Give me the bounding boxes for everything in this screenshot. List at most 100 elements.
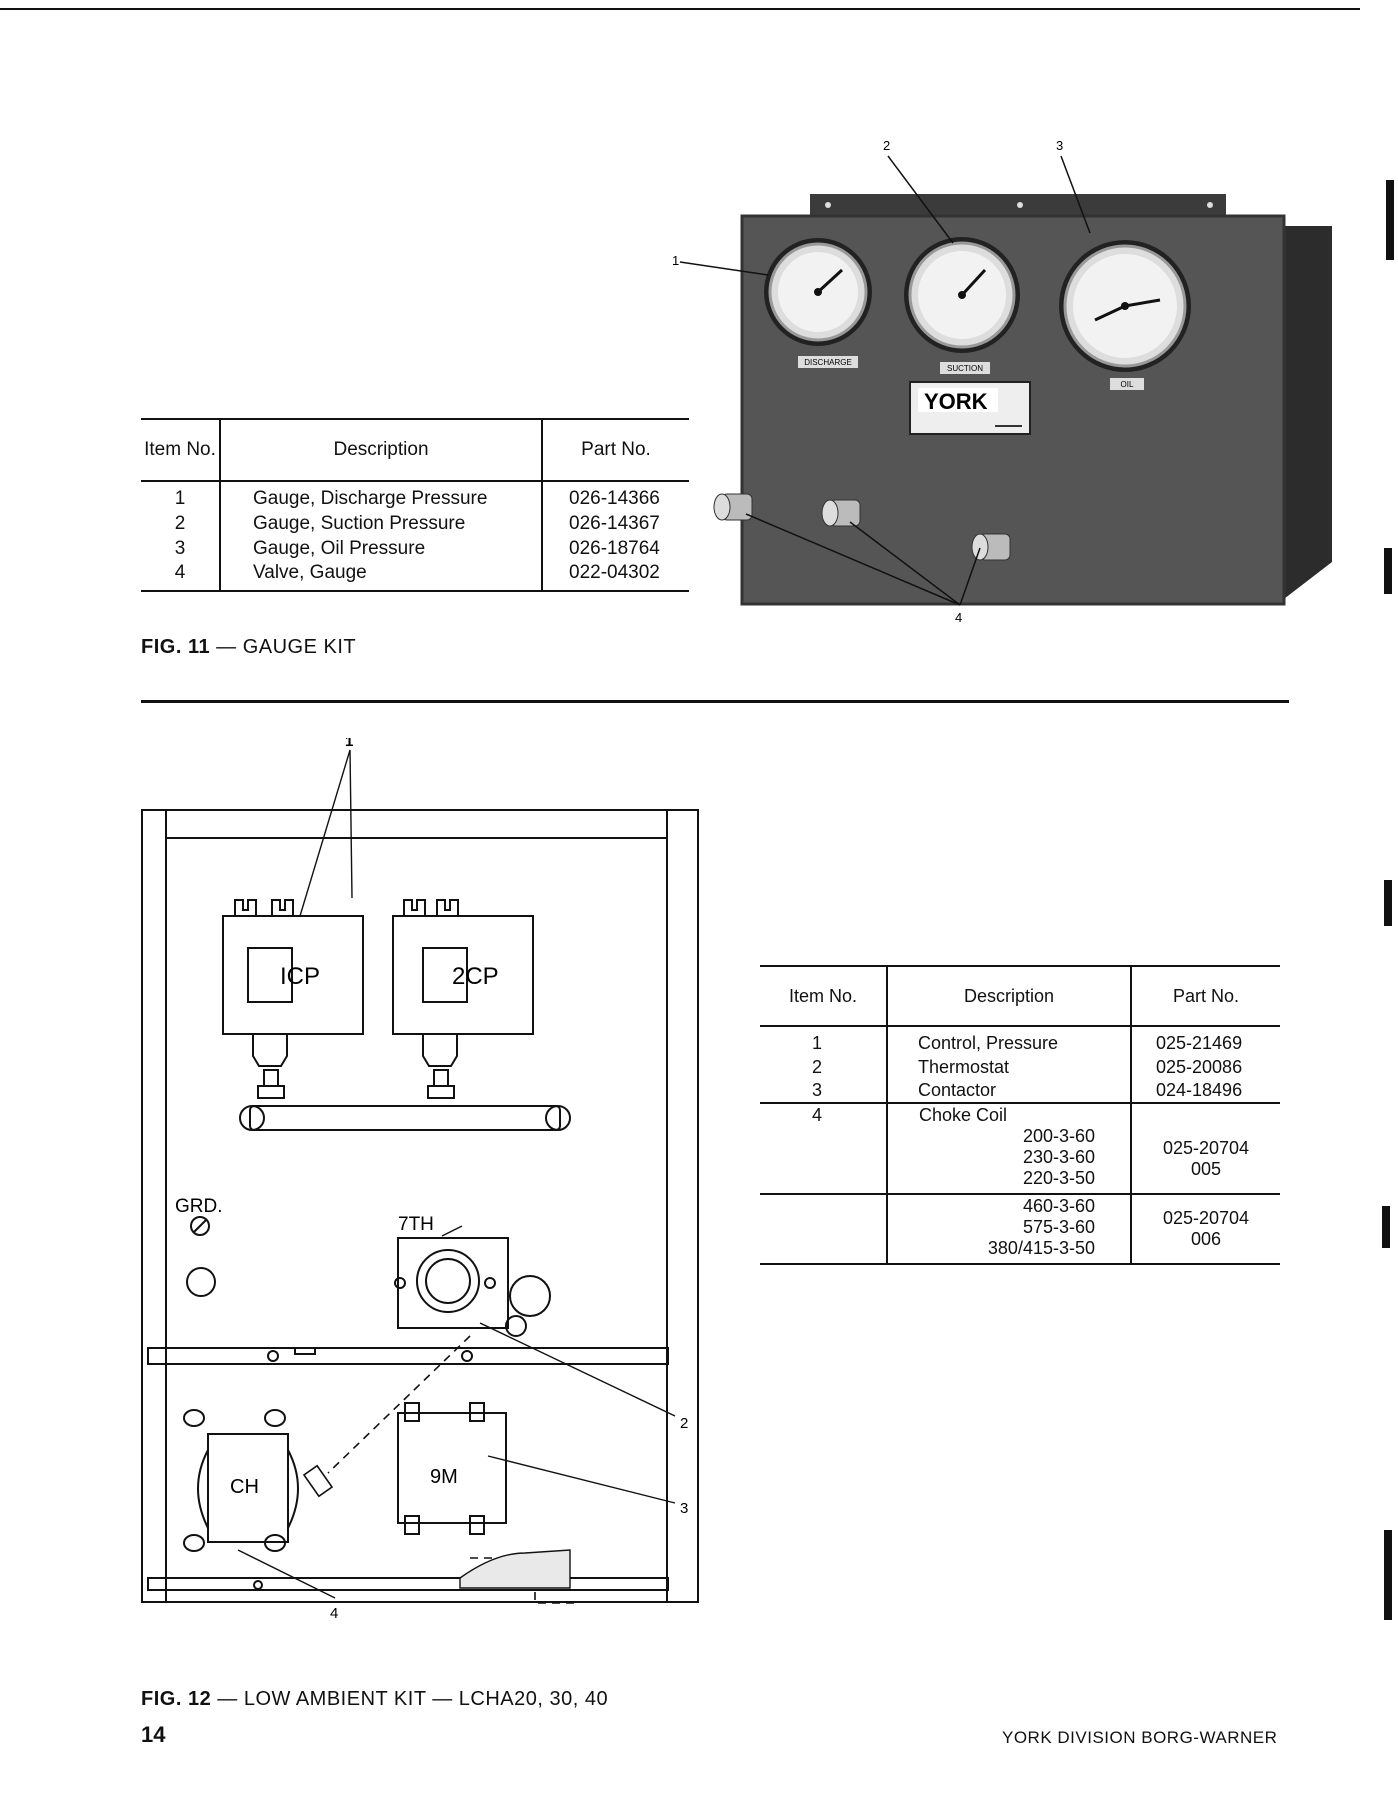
fig12-header-part: Part No. (1131, 966, 1280, 1026)
york-brand-text: YORK (924, 389, 988, 414)
callout-1: 1 (345, 738, 353, 750)
part-line-1: 025-20704 (1162, 1208, 1250, 1228)
desc-cell: Control, Pressure (887, 1026, 1132, 1055)
table-row: 2 Gauge, Suction Pressure 026-14367 (141, 511, 689, 536)
top-rule (0, 8, 1360, 10)
item-cell: 1 (141, 481, 221, 511)
part-cell: 025-20704 006 (1131, 1194, 1280, 1264)
choke-desc: Choke Coil (919, 1105, 1008, 1125)
gauge-kit-photo: DISCHARGE SUCTION OIL YORK 1 2 3 4 (672, 138, 1332, 625)
item-cell: 3 (141, 536, 221, 561)
suction-label: SUCTION (947, 364, 983, 373)
suction-gauge (904, 237, 1020, 353)
desc-cell: Valve, Gauge (220, 561, 543, 591)
part-cell: 026-18764 (569, 537, 660, 559)
desc-cell: Contactor (887, 1079, 1132, 1103)
header-item-label: Item No. (788, 985, 858, 1006)
9m-label: 9M (430, 1466, 458, 1488)
oil-label: OIL (1121, 380, 1134, 389)
header-part-label: Part No. (1172, 985, 1240, 1006)
callout-3: 3 (1056, 138, 1063, 153)
fig11-caption-number: FIG. 11 (141, 636, 211, 658)
choke-coil-row: 460-3-60 575-3-60 380/415-3-50 025-20704… (760, 1194, 1280, 1264)
table-row: 3 Gauge, Oil Pressure 026-18764 (141, 536, 689, 561)
panel-side (1280, 226, 1332, 602)
callout-4: 4 (330, 1605, 338, 1622)
table-row: 1 Control, Pressure 025-21469 (760, 1026, 1280, 1055)
discharge-gauge (764, 238, 872, 346)
choke-coil-row: 4 Choke Coil 200-3-60 230-3-60 220-3-50 … (760, 1103, 1280, 1194)
desc-cell: 460-3-60 575-3-60 380/415-3-50 (887, 1194, 1132, 1264)
fig12-header-item: Item No. (760, 966, 888, 1026)
voltage-2: 230-3-60 (1022, 1147, 1095, 1167)
voltage-1: 460-3-60 (1022, 1196, 1095, 1216)
part-cell: 025-20086 (1156, 1056, 1243, 1077)
fig11-header-desc: Description (220, 419, 543, 481)
thermostat (394, 1237, 551, 1337)
header-part-label: Part No. (581, 439, 651, 460)
fig12-caption-number: FIG. 12 (141, 1688, 212, 1710)
callout-4: 4 (955, 610, 962, 625)
part-cell: 024-18496 (1156, 1080, 1243, 1100)
pressure-control-1 (222, 899, 364, 1099)
part-line-1: 025-20704 (1162, 1138, 1250, 1158)
binder-mark (1384, 880, 1392, 926)
item-cell (760, 1194, 888, 1264)
item-cell: 2 (760, 1055, 888, 1079)
header-desc-label: Description (963, 985, 1055, 1006)
fig12-parts-table: Item No. Description Part No. 1 Control,… (760, 965, 1280, 1265)
table-row: 3 Contactor 024-18496 (760, 1079, 1280, 1103)
callout-2: 2 (680, 1415, 688, 1432)
choke-item-number: 4 (812, 1105, 823, 1125)
item-cell: 4 (141, 561, 221, 591)
part-line-2: 006 (1190, 1229, 1222, 1249)
item-cell: 4 (760, 1103, 888, 1194)
part-cell: 025-20704 005 (1131, 1103, 1280, 1194)
page-number: 14 (141, 1722, 166, 1747)
binder-mark (1384, 548, 1392, 594)
gauge-valve (971, 533, 1011, 561)
item-cell: 1 (760, 1026, 888, 1055)
table-row: 4 Valve, Gauge 022-04302 (141, 561, 689, 591)
binder-mark (1384, 1530, 1392, 1620)
part-cell: 025-21469 (1156, 1033, 1243, 1053)
fig12-header-desc: Description (887, 966, 1132, 1026)
callout-1: 1 (672, 253, 679, 268)
desc-cell: Gauge, Discharge Pressure (220, 481, 543, 511)
voltage-3: 220-3-50 (1022, 1168, 1095, 1188)
voltage-3: 380/415-3-50 (987, 1238, 1095, 1258)
2cp-label: 2CP (452, 963, 499, 990)
desc-cell: Gauge, Oil Pressure (220, 536, 543, 561)
voltage-1: 200-3-60 (1022, 1126, 1095, 1146)
fig12-caption: FIG. 12 — LOW AMBIENT KIT — LCHA20, 30, … (141, 1688, 608, 1711)
desc-cell: Gauge, Suction Pressure (220, 511, 543, 536)
fig11-caption-text: — GAUGE KIT (216, 636, 357, 658)
part-line-2: 005 (1190, 1159, 1222, 1179)
gauge-valve (821, 499, 861, 527)
7th-label: 7TH (398, 1214, 434, 1235)
grd-label: GRD. (175, 1196, 223, 1217)
ch-label: CH (230, 1476, 259, 1498)
part-cell: 026-14366 (569, 488, 660, 509)
choke-coil (183, 1409, 299, 1552)
header-item-label: Item No. (144, 439, 216, 460)
callout-2: 2 (883, 138, 890, 153)
pressure-control-2 (392, 899, 534, 1099)
cabinet-outline (141, 809, 699, 1603)
item-cell: 2 (141, 511, 221, 536)
header-desc-label: Description (333, 439, 429, 460)
fig11-header-part: Part No. (542, 419, 689, 481)
icp-label: ICP (280, 963, 320, 990)
part-cell: 026-14367 (569, 512, 660, 534)
footer-text: YORK DIVISION BORG-WARNER (1002, 1728, 1278, 1747)
discharge-label: DISCHARGE (804, 358, 852, 367)
fig11-parts-table: Item No. Description Part No. 1 Gauge, D… (141, 418, 689, 592)
desc-cell: Choke Coil 200-3-60 230-3-60 220-3-50 (887, 1103, 1132, 1194)
binder-mark (1382, 1206, 1390, 1248)
item-cell: 3 (760, 1079, 888, 1103)
gauge-valve (713, 493, 753, 521)
section-divider (141, 700, 1289, 703)
table-row: 2 Thermostat 025-20086 (760, 1055, 1280, 1079)
fig11-header-item: Item No. (141, 419, 221, 481)
low-ambient-kit-diagram: ICP 2CP GRD. 7TH CH 9M 1 2 3 4 (141, 738, 699, 1622)
